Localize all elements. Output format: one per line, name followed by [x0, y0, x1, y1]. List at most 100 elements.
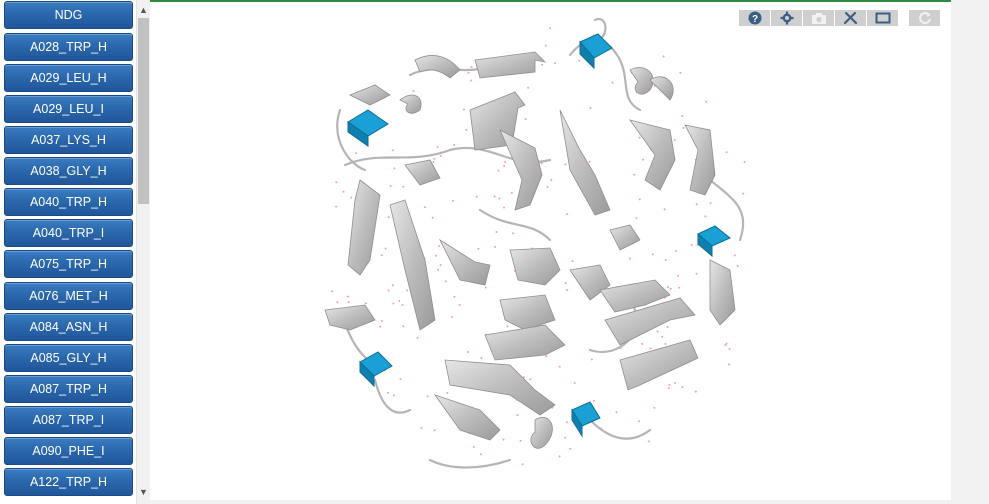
water-dot — [335, 205, 338, 208]
help-icon[interactable]: ? — [739, 10, 770, 26]
residue-button-a122-trp-h[interactable]: A122_TRP_H — [4, 468, 133, 496]
water-dot — [668, 383, 671, 386]
water-dot — [470, 79, 473, 82]
water-dot — [438, 245, 441, 247]
residue-button-a040-trp-h[interactable]: A040_TRP_H — [4, 188, 133, 216]
water-dot — [510, 191, 513, 194]
water-dot — [399, 378, 402, 380]
water-dot — [426, 395, 429, 398]
water-dot — [679, 71, 682, 74]
water-dot — [662, 55, 665, 58]
water-dot — [549, 27, 552, 30]
water-dot — [527, 86, 530, 89]
water-dot — [503, 206, 505, 209]
water-dot — [350, 196, 353, 199]
water-dot — [663, 208, 666, 211]
water-dot — [709, 202, 712, 204]
residue-button-a090-phe-i[interactable]: A090_PHE_I — [4, 437, 133, 465]
water-dot — [661, 335, 664, 338]
water-dot — [393, 167, 396, 170]
residue-button-a029-leu-h[interactable]: A029_LEU_H — [4, 64, 133, 92]
residue-list: NDG A028_TRP_H A029_LEU_H A029_LEU_I A03… — [0, 0, 136, 504]
water-dot — [589, 107, 592, 110]
water-dot — [516, 414, 519, 417]
fullscreen-icon[interactable] — [867, 10, 898, 26]
water-dot — [733, 254, 736, 257]
water-dot — [384, 247, 387, 250]
residue-button-a028-trp-h[interactable]: A028_TRP_H — [4, 33, 133, 61]
tools-icon[interactable] — [835, 10, 866, 26]
water-dot — [439, 264, 442, 266]
svg-text:?: ? — [751, 14, 757, 25]
water-dot — [564, 282, 567, 284]
right-panel-gutter — [951, 0, 989, 504]
water-dot — [725, 342, 728, 345]
scroll-down-arrow-icon[interactable]: ▼ — [139, 487, 148, 497]
water-dot — [458, 303, 461, 306]
water-dot — [558, 455, 561, 458]
scroll-up-arrow-icon[interactable]: ▲ — [139, 5, 148, 15]
water-dot — [387, 289, 390, 292]
water-dot — [550, 179, 553, 182]
residue-button-a038-gly-h[interactable]: A038_GLY_H — [4, 157, 133, 185]
residue-button-a085-gly-h[interactable]: A085_GLY_H — [4, 344, 133, 372]
water-dot — [512, 232, 515, 235]
camera-icon[interactable] — [803, 10, 834, 26]
water-dot — [431, 216, 434, 219]
water-dot — [503, 165, 506, 167]
water-dot — [437, 268, 440, 271]
water-dot — [728, 363, 730, 366]
water-dot — [336, 301, 339, 304]
residue-button-a037-lys-h[interactable]: A037_LYS_H — [4, 126, 133, 154]
water-dot — [649, 347, 652, 350]
water-dot — [588, 160, 591, 163]
water-dot — [736, 265, 739, 267]
water-dot — [393, 394, 395, 397]
protein-ribbons — [324, 51, 736, 449]
protein-structure-view[interactable] — [150, 0, 951, 500]
residue-button-ndg[interactable]: NDG — [4, 1, 133, 29]
water-dot — [453, 143, 456, 146]
residue-button-a087-trp-i[interactable]: A087_TRP_I — [4, 406, 133, 434]
water-dot — [641, 158, 644, 161]
water-dot — [566, 213, 569, 216]
water-dot — [391, 284, 394, 287]
water-dot — [401, 304, 404, 306]
water-dot — [475, 195, 478, 198]
water-dot — [664, 343, 667, 345]
residue-button-a029-leu-i[interactable]: A029_LEU_I — [4, 95, 133, 123]
water-dot — [673, 139, 676, 142]
water-dot — [493, 195, 496, 198]
residue-button-a076-met-h[interactable]: A076_MET_H — [4, 282, 133, 310]
water-dot — [694, 390, 697, 393]
sidebar-scrollbar[interactable]: ▲ ▼ — [136, 0, 150, 504]
residue-button-a084-asn-h[interactable]: A084_ASN_H — [4, 313, 133, 341]
settings-icon[interactable] — [771, 10, 802, 26]
water-dot — [521, 463, 524, 466]
water-dot — [681, 386, 684, 388]
water-dot — [342, 190, 345, 193]
residue-button-a087-trp-h[interactable]: A087_TRP_H — [4, 375, 133, 403]
residue-button-a075-trp-h[interactable]: A075_TRP_H — [4, 250, 133, 278]
water-dot — [678, 286, 681, 289]
water-dot — [522, 376, 525, 379]
ligand-cubes — [347, 33, 731, 438]
bottom-panel-gutter — [150, 500, 989, 504]
water-dot — [669, 287, 672, 290]
water-dot — [479, 453, 482, 456]
water-dot — [573, 382, 576, 384]
water-dot — [463, 108, 465, 111]
water-dot — [465, 128, 468, 131]
water-dot — [590, 358, 593, 361]
water-dot — [571, 260, 574, 263]
water-dot — [453, 295, 456, 298]
water-dot — [704, 215, 707, 218]
water-dot — [506, 325, 509, 328]
scroll-thumb[interactable] — [138, 18, 149, 204]
water-dot — [558, 365, 561, 368]
water-dot — [569, 447, 572, 450]
spin-icon[interactable] — [909, 10, 940, 26]
residue-button-a040-trp-i[interactable]: A040_TRP_I — [4, 219, 133, 247]
water-dot — [347, 301, 350, 304]
water-dot — [674, 381, 676, 384]
